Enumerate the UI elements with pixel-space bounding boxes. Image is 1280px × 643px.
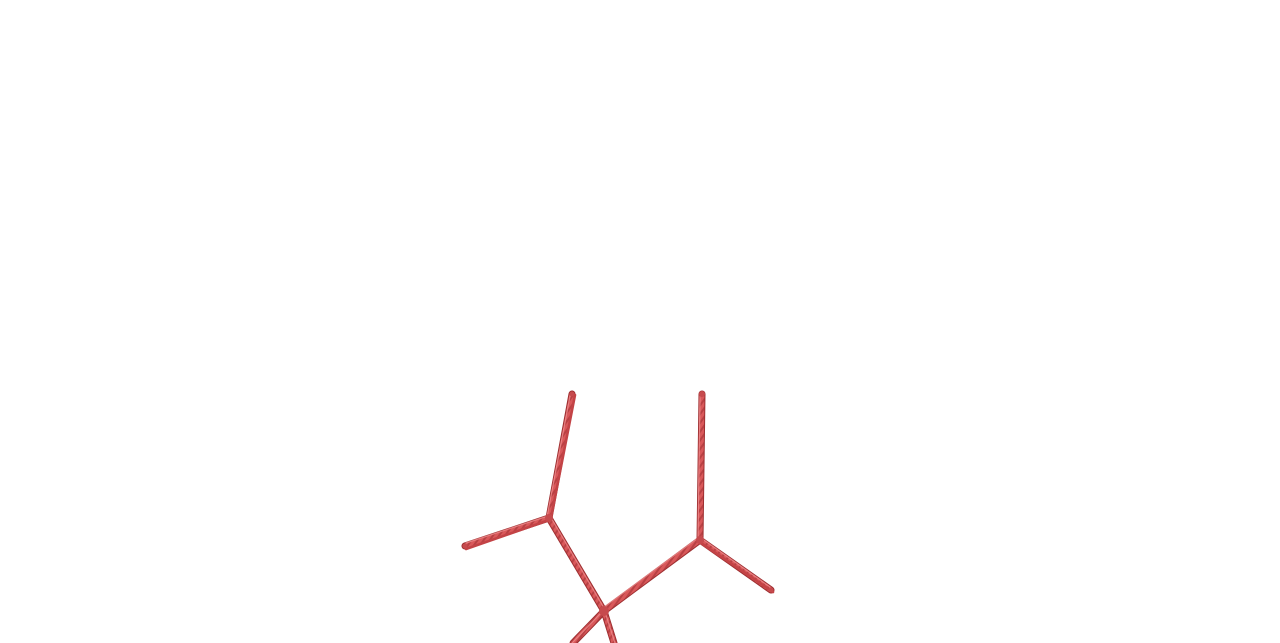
atom-joint xyxy=(768,587,774,593)
atom-joint xyxy=(699,391,705,397)
bond-double-layer xyxy=(464,393,775,594)
atom-joint xyxy=(462,543,468,549)
atom-joint xyxy=(569,391,575,397)
bond-highlight-layer xyxy=(465,395,771,643)
atom-joint xyxy=(599,606,609,616)
bond-shadow-layer xyxy=(461,390,775,643)
atom-joint xyxy=(545,514,553,522)
atom-joint xyxy=(696,536,704,544)
atom-joint-layer xyxy=(462,391,774,616)
bond-texture-layer xyxy=(462,391,774,643)
